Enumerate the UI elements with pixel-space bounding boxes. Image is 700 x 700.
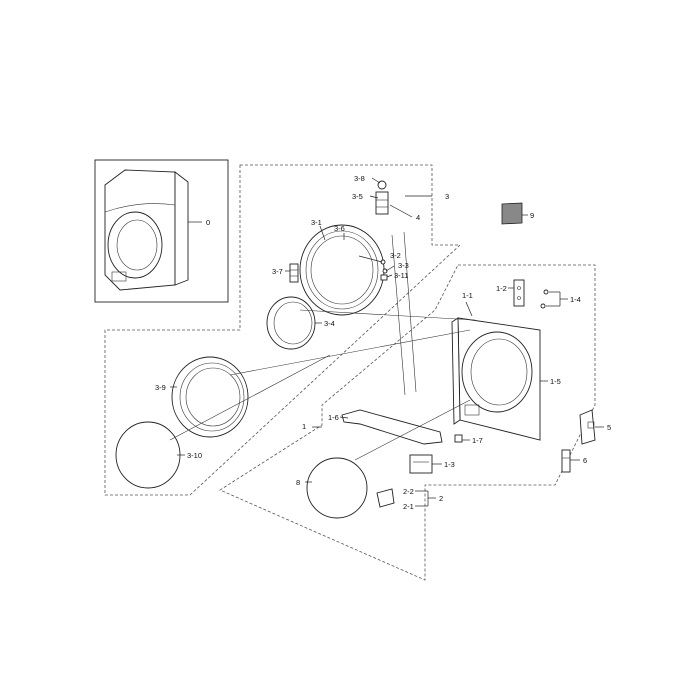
label-3-2: 3-2 (390, 251, 401, 260)
part-1-2-bracket (513, 279, 525, 307)
label-1-3: 1-3 (444, 460, 455, 469)
label-1-1: 1-1 (462, 291, 473, 300)
label-3-5: 3-5 (352, 192, 363, 201)
part-8-glass (306, 457, 368, 519)
front-panel-boundary (219, 264, 596, 581)
label-3-1: 3-1 (311, 218, 322, 227)
label-3-3: 3-3 (398, 261, 409, 270)
callout-labels: 0 1 1-1 1-2 1-3 1-4 1-5 1-6 1-7 2 2-1 2-… (155, 174, 611, 511)
guide-line-a (391, 234, 406, 396)
guide-line-b (403, 231, 417, 393)
label-1-5: 1-5 (550, 377, 561, 386)
part-3-10-door-glass (115, 421, 181, 489)
label-0: 0 (206, 218, 210, 227)
part-1-5-front-panel (451, 317, 541, 441)
label-3-6: 3-6 (334, 224, 345, 233)
label-1-6: 1-6 (328, 413, 339, 422)
label-3-7: 3-7 (272, 267, 283, 276)
part-1-7-clip (454, 434, 463, 443)
part-3-9-outer-ring (171, 356, 249, 438)
part-9-pad (501, 202, 523, 225)
part-3-6-door-frame (299, 224, 385, 316)
label-4: 4 (416, 213, 420, 222)
part-1-6-trim (341, 409, 443, 445)
part-3-2-3-11-screws (380, 259, 388, 281)
part-3-7-hinge (289, 263, 299, 283)
label-3-11: 3-11 (394, 271, 408, 280)
door-assembly-boundary (104, 164, 462, 496)
part-1-4-screws (540, 289, 549, 309)
alignment-lines (169, 309, 476, 461)
label-3-8: 3-8 (354, 174, 365, 183)
label-2-1: 2-1 (403, 502, 414, 511)
label-5: 5 (607, 423, 611, 432)
label-3-9: 3-9 (155, 383, 166, 392)
part-3-4-inner-ring (266, 296, 316, 350)
part-2-cover (376, 488, 395, 508)
part-3-5-3-8-hinge-bracket (375, 180, 389, 215)
part-0-washer (104, 169, 189, 291)
part-6-hinge-pin (561, 449, 571, 473)
washer-overview-frame (94, 159, 229, 303)
leader-lines (170, 177, 604, 507)
label-9: 9 (530, 211, 534, 220)
label-1-2: 1-2 (496, 284, 507, 293)
label-6: 6 (583, 456, 587, 465)
label-1: 1 (302, 422, 306, 431)
label-3-10: 3-10 (187, 451, 202, 460)
label-1-4: 1-4 (570, 295, 581, 304)
label-1-7: 1-7 (472, 436, 483, 445)
label-2-2: 2-2 (403, 487, 414, 496)
label-8: 8 (296, 478, 300, 487)
label-2: 2 (439, 494, 443, 503)
label-3-4: 3-4 (324, 319, 335, 328)
label-3: 3 (445, 192, 449, 201)
part-5-hinge (579, 409, 596, 445)
part-1-3-lock (409, 454, 433, 474)
